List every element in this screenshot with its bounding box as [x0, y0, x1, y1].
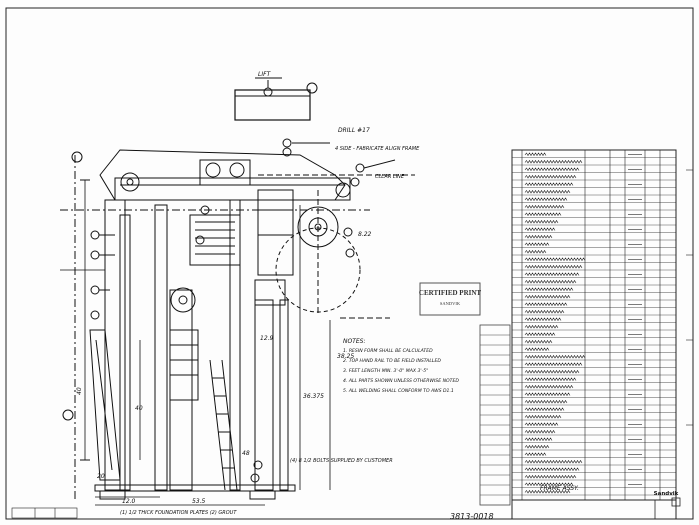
frame-assembly-view: [60, 77, 415, 506]
ref-20: 20: [97, 473, 105, 480]
handwritten-entry: [524, 249, 547, 254]
handwritten-entry: [524, 489, 571, 494]
revision-lines-area: [479, 324, 511, 506]
handwritten-entry: [524, 474, 577, 479]
handwritten-entry: [524, 422, 559, 427]
handwritten-entry: [524, 414, 562, 419]
handwritten-entry: [524, 482, 574, 487]
handwritten-entry: [524, 429, 556, 434]
handwritten-drawing-number: 3813-0018: [450, 512, 494, 521]
note-2: 2. TOP HAND RAIL TO BE FIELD INSTALLED: [343, 358, 441, 364]
stamp-subtitle: SANDVIK: [440, 301, 461, 306]
handwritten-entry: [524, 467, 580, 472]
handwritten-entry: [524, 219, 559, 224]
dim-8-22: 8.22: [358, 231, 372, 238]
handwritten-entry: [524, 324, 559, 329]
handwritten-entry: [524, 204, 565, 209]
handwritten-entry: [524, 407, 565, 412]
handwritten-entry: [524, 159, 583, 164]
handwritten-entry: [524, 332, 556, 337]
handwritten-entry: [524, 174, 577, 179]
dim-40: 40: [76, 387, 83, 395]
handwritten-entry: [524, 377, 577, 382]
clear-line-label: CLEAR LINE: [375, 174, 405, 180]
handwritten-entry: [524, 212, 562, 217]
note-bottom-left: (1) 1/2 THICK FOUNDATION PLATES (2) GROU…: [120, 510, 237, 516]
handwritten-entry: [524, 242, 550, 247]
handwritten-entry: [524, 234, 553, 239]
sheet-border: [5, 7, 694, 520]
handwritten-entry: [524, 459, 583, 464]
note-1: 1. RESIN FORM SHALL BE CALCULATED: [343, 348, 433, 354]
handwritten-entry: [524, 279, 577, 284]
handwritten-entry: [524, 392, 571, 397]
handwritten-entry: [524, 182, 574, 187]
dim-12-9: 12.9: [260, 335, 274, 342]
handwritten-entry: [524, 287, 574, 292]
handwritten-entry: [524, 272, 580, 277]
dim-38-25: 38.25: [337, 353, 354, 360]
handwritten-entry: [524, 399, 568, 404]
dim-40-2: 40: [135, 405, 143, 412]
revision-box: [11, 507, 78, 519]
handwritten-entry: [524, 264, 583, 269]
dim-53-5: 53.5: [192, 498, 206, 505]
drill-note: DRILL #17: [338, 127, 370, 134]
handwritten-entry: [524, 347, 550, 352]
handwritten-entry: [524, 197, 568, 202]
handwritten-entry: [524, 309, 565, 314]
title-block: FRAME ASSY. Sandvik: [511, 485, 681, 520]
handwritten-entry: [524, 452, 547, 457]
stamp-title: CERTIFIED PRINT: [419, 289, 482, 297]
handwritten-entry: [524, 302, 568, 307]
handwritten-entry: [524, 339, 553, 344]
note-4: 4. ALL PARTS SHOWN UNLESS OTHERWISE NOTE…: [343, 378, 459, 384]
note-5: 5. ALL WELDING SHALL CONFORM TO AWS D1.1: [343, 388, 454, 394]
lift-label: LIFT: [258, 71, 272, 78]
handwritten-entry: [524, 317, 562, 322]
certified-print-stamp: CERTIFIED PRINT SANDVIK: [419, 282, 482, 316]
note-3: 3. FEET LENGTH MIN. 3'-0" MAX 3'-5": [343, 368, 428, 374]
zone-ticks: [686, 169, 693, 426]
note-bottom-right: (4) 8 1/2 BOLTS SUPPLIED BY CUSTOMER: [290, 458, 393, 464]
handwritten-entry: [524, 369, 580, 374]
handwritten-entry: [524, 294, 571, 299]
company-logo: Sandvik: [654, 491, 679, 497]
title-block-name: FRAME ASSY.: [540, 485, 579, 492]
dim-12-0: 12.0: [122, 498, 136, 505]
dim-48: 48: [242, 450, 250, 457]
handwritten-entry: [524, 362, 583, 367]
handwritten-entry: [524, 167, 580, 172]
handwritten-entry: [524, 354, 586, 359]
parts-list-table: [511, 149, 677, 501]
handwritten-entry: [524, 437, 553, 442]
handwritten-entry: [524, 227, 556, 232]
handwritten-entry: [524, 444, 550, 449]
notes-block: NOTES: 1. RESIN FORM SHALL BE CALCULATED…: [343, 338, 459, 394]
notes-title: NOTES:: [343, 338, 366, 345]
handwritten-entry: [524, 384, 574, 389]
handwritten-entry: [524, 152, 547, 157]
main-note: 4 SIDE - FABRICATE ALIGN FRAME: [335, 146, 420, 152]
handwritten-entry: [524, 189, 571, 194]
dim-36-375: 36.375: [303, 393, 324, 400]
handwritten-entry: [524, 257, 586, 262]
